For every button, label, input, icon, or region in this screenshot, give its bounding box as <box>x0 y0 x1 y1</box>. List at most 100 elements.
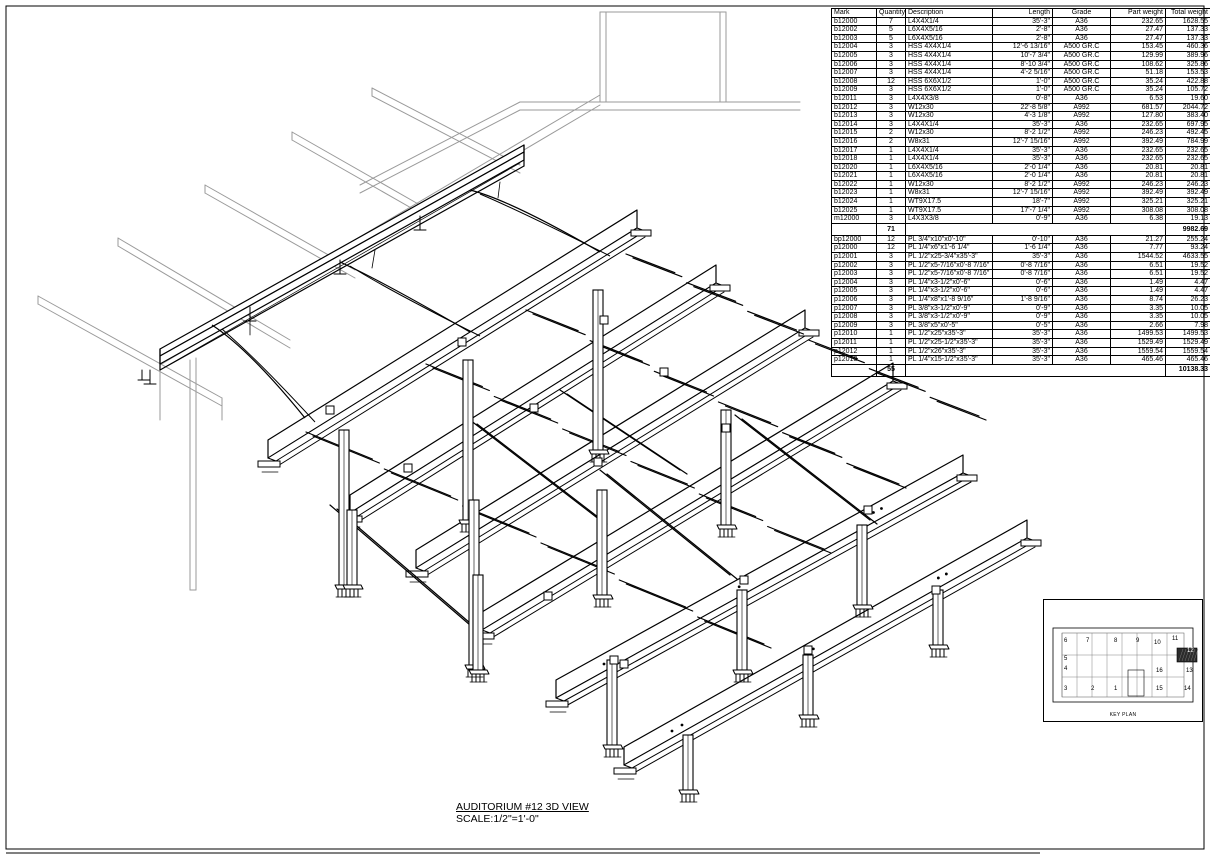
table-cell: 105.72 <box>1165 85 1210 95</box>
girder-plate <box>349 264 717 514</box>
table-cell: L4X4X1/4 <box>905 119 993 130</box>
table-cell: 1628.55 <box>1165 16 1210 27</box>
base-plate <box>852 604 874 610</box>
table-cell: p12005 <box>831 286 877 296</box>
bom-header-part-weight: Part weight <box>1110 8 1166 18</box>
key-zone-number: 6 <box>1064 638 1068 644</box>
table-cell: 19.60 <box>1165 93 1210 104</box>
table-cell: PL 1/4"x6"x1'-6 1/4" <box>905 243 993 254</box>
table-cell: b12012 <box>831 102 877 113</box>
arched-rafter <box>469 189 601 253</box>
table-cell: b12022 <box>831 179 877 190</box>
table-cell: 3 <box>876 50 906 61</box>
table-cell: A36 <box>1052 25 1111 35</box>
total-weight: 9982.69 <box>1165 222 1210 236</box>
table-cell: A500 GR.C <box>1052 42 1111 52</box>
table-cell: 137.33 <box>1165 33 1210 44</box>
table-cell: 246.23 <box>1110 128 1166 138</box>
table-cell: L4X3X3/8 <box>905 214 993 224</box>
hss-brace <box>705 497 764 522</box>
table-cell: 0'-9" <box>992 312 1053 322</box>
table-cell: L6X4X5/16 <box>905 33 993 44</box>
bolt-mark <box>872 511 875 514</box>
table-cell: 35'-3" <box>992 119 1053 130</box>
drawing-title: AUDITORIUM #12 3D VIEW <box>456 801 589 813</box>
table-cell: A36 <box>1052 145 1111 156</box>
seat-plate <box>798 329 820 337</box>
total-weight: 10138.33 <box>1165 363 1210 377</box>
table-cell: p12010 <box>831 329 877 339</box>
girder-plate <box>267 209 638 459</box>
table-cell: 308.08 <box>1165 205 1210 216</box>
hss-brace <box>693 286 744 306</box>
table-cell: 681.57 <box>1110 102 1166 113</box>
ghost-frame-line <box>371 87 521 166</box>
table-cell: 2'-8" <box>992 25 1053 35</box>
key-zone-number: 9 <box>1136 638 1140 644</box>
hss-brace <box>383 468 452 497</box>
bolt-mark <box>602 662 606 666</box>
table-cell: b12006 <box>831 59 877 70</box>
table-cell: A36 <box>1052 243 1111 254</box>
table-cell: 1 <box>876 188 906 199</box>
table-cell: 0'-9" <box>992 214 1053 224</box>
table-cell: 3 <box>876 303 906 314</box>
table-cell: 4'-3 1/8" <box>992 111 1053 121</box>
table-cell: 6.38 <box>1110 214 1166 224</box>
table-cell: b12014 <box>831 119 877 130</box>
table-cell: 3 <box>876 111 906 121</box>
table-cell: b12003 <box>831 33 877 44</box>
table-cell: A36 <box>1052 93 1111 104</box>
gusset-plate <box>325 405 335 415</box>
table-cell: 0'-8" <box>992 93 1053 104</box>
table-cell: A36 <box>1052 252 1111 262</box>
hss-brace <box>853 466 907 489</box>
table-cell: m12000 <box>831 214 877 224</box>
hss-brace <box>741 418 878 525</box>
table-cell: b12002 <box>831 25 877 35</box>
table-cell: 35.24 <box>1110 85 1166 95</box>
table-cell: A36 <box>1052 295 1111 305</box>
table-cell: PL 1/2"x5-7/16"x0'-8 7/16" <box>905 260 993 271</box>
table-cell: 246.23 <box>1110 179 1166 190</box>
table-cell: 784.99 <box>1165 136 1210 147</box>
table-cell: 35'-3" <box>992 346 1053 357</box>
hss-brace <box>469 509 537 538</box>
table-cell: 325.86 <box>1165 59 1210 70</box>
hss-brace <box>767 525 825 550</box>
table-cell: 10.05 <box>1165 303 1210 314</box>
table-cell: 4.47 <box>1165 286 1210 296</box>
table-cell: PL 1/2"x25-3/4"x35'-3" <box>905 252 993 262</box>
table-cell: 1 <box>876 329 906 339</box>
table-cell: 3 <box>876 85 906 95</box>
table-cell: p12012 <box>831 346 877 357</box>
table-cell: L6X4X5/16 <box>905 171 993 181</box>
table-cell: 108.62 <box>1110 59 1166 70</box>
table-cell: 2'-0 1/4" <box>992 162 1053 173</box>
table-cell: 2 <box>876 136 906 147</box>
table-cell: 4.47 <box>1165 277 1210 288</box>
table-cell: A500 GR.C <box>1052 50 1111 61</box>
table-cell: b12021 <box>831 171 877 181</box>
key-hatch-line <box>1187 648 1193 662</box>
table-cell: 153.45 <box>1110 42 1166 52</box>
table-cell: p12007 <box>831 303 877 314</box>
table-cell: A36 <box>1052 234 1111 245</box>
table-cell: 20.81 <box>1165 162 1210 173</box>
gusset-plate <box>599 315 609 325</box>
base-plate <box>342 584 364 590</box>
key-zone-number: 12 <box>1187 648 1194 654</box>
table-cell: A36 <box>1052 33 1111 44</box>
member-line <box>497 181 501 199</box>
bolt-mark <box>880 507 883 510</box>
